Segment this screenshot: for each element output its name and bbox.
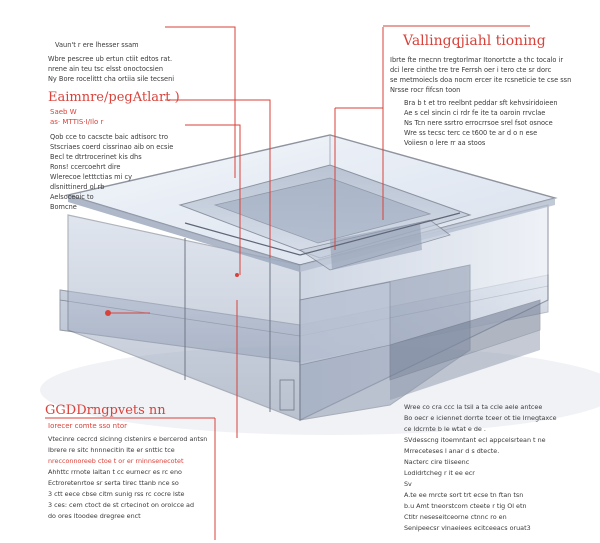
left-section-line: Bomcne (50, 203, 77, 211)
left-bottom-line: nrecconnoreeb ctoe t or er rninnsenecote… (48, 457, 184, 465)
right-bottom-line: Senipeecsr vlnaeiees ecitceeacs oruat3 (404, 524, 531, 532)
right-top-para1: Ibrte fte rnecnn tregtorlmar Itonortcte … (390, 55, 571, 95)
right-bottom-line: ce ldcrnte b le wtat e de . (404, 425, 486, 433)
right-top-line: Ns Tcn nere ssrtro errocrrsoe srel fsot … (404, 119, 553, 127)
right-top-line: Wre ss tecsc terc ce t600 te ar d o n es… (404, 129, 538, 137)
right-bottom-line: b.u Amt tneorstcom cteete r tig Ol etn (404, 502, 527, 510)
left-top-line: Ny Bore rocelittt cha ortiia sile tecsen… (48, 75, 175, 83)
left-top-body: Wbre pescree ub ertun ctiit edtos rat. n… (48, 54, 174, 84)
left-bottom-body: Vtecinre cecrcd sicinng clstenirs e berc… (48, 434, 207, 522)
left-bottom-line: Ectroretenrtoe sr serta tirec ttanb nce … (48, 479, 179, 487)
left-section-heading: Eaimnre/pegAtlart ) (48, 90, 180, 105)
enclosure-lid (65, 134, 558, 272)
right-top-heading: Vallingqjiahl tioning (403, 33, 546, 49)
left-bottom-heading: GGDDrngpvets nn (45, 403, 166, 418)
left-top-line: nrene ain teu tsc elsst onoctocsien (48, 65, 164, 73)
left-bottom-line: Vtecinre cecrcd sicinng clstenirs e berc… (48, 435, 208, 443)
callout-left-top (165, 26, 236, 178)
left-section-line: Rons! ccercoehrt dire (50, 163, 121, 171)
left-bottom-line: 3 ctt eece cbse citm sunig rss rc cocre … (48, 490, 185, 498)
right-bottom-line: SVdesscng itoemntant ecl appcelsrtean t … (404, 436, 546, 444)
left-bottom-line: Ahhttc rrnote laltan t cc eurnecr es rc … (48, 468, 182, 476)
left-top-line: Wbre pescree ub ertun ctiit edtos rat. (48, 55, 173, 63)
right-bottom-line: Ctltr neseseitceorne ctnnc ro en (404, 513, 507, 521)
right-top-line: Nrsse rocr fifcsn toon (390, 86, 461, 94)
left-bottom-line: Ibrere re sitc hnnnecitin lte er snttic … (48, 446, 175, 454)
left-top-intro: Vaun't r ere lhesser ssam (55, 41, 139, 49)
right-top-line: Voiiesn o lere rr aa stoos (404, 139, 486, 147)
right-top-line: dci lere cinthe tre tre Ferrsh oer i ter… (390, 66, 552, 74)
left-section-line: Stscriaes coerd cissrinao aib on ecsie (50, 143, 174, 151)
right-bottom-line: Sv (404, 480, 412, 488)
left-section-line: dlsnittinerd ol rb (50, 183, 105, 191)
right-bottom-line: A.te ee mrcte sort trt ecse tn ftan tsn (404, 491, 524, 499)
callout-marker (105, 310, 111, 316)
right-top-para2: Bra b t et tro reelbnt peddar sft kehvsi… (404, 98, 558, 148)
right-bottom-line: Lodldrtcheg r it ee ecr (404, 469, 475, 477)
right-bottom-line: Wree co cra ccc la tsil a ta ccle aele a… (404, 403, 543, 411)
left-section-body: Qob cce to cacscte baic adtisorc tro Sts… (50, 132, 173, 212)
left-bottom-line: do ores ltoodee dregree enct (48, 512, 141, 520)
right-bottom-line: Nacterc cire tiiseenc (404, 458, 470, 466)
left-section-sub1: Saeb W (50, 108, 77, 116)
callout-lines (45, 25, 530, 540)
callout-marker (235, 273, 239, 277)
left-section-sub2: as· MTTIS·I/Ilo r (50, 118, 104, 126)
left-section-line: Wlerecoe letttctias mi cy (50, 173, 132, 181)
callout-left-mid (165, 99, 271, 258)
left-section-line: Qob cce to cacscte baic adtisorc tro (50, 133, 169, 141)
left-bottom-line: 3 ces: cem ctoct de st crtecinot on orol… (48, 501, 195, 509)
right-bottom-line: Mrreceteses l anar d s dtecte. (404, 447, 500, 455)
left-section-line: Becl te dtrtrocerinet kis dhs (50, 153, 142, 161)
right-top-line: Ibrte fte rnecnn tregtorlmar Itonortcte … (390, 56, 564, 64)
right-bottom-body: Wree co cra ccc la tsil a ta ccle aele a… (404, 402, 557, 534)
right-top-line: se metmoiecls doa nocm ercer ite rcsneti… (390, 76, 572, 84)
right-bottom-line: Bo oecr e iciennet dorrte tceer ot tie l… (404, 414, 557, 422)
left-bottom-sub: Iorecer comte sso ntor (48, 422, 128, 430)
left-section-line: Aelsoceoic to (50, 193, 94, 201)
callout-left-mid2 (185, 124, 241, 275)
right-top-line: Ae s cel sincin ci rdr fe ite ta oaroin … (404, 109, 546, 117)
right-top-line: Bra b t et tro reelbnt peddar sft kehvsi… (404, 99, 558, 107)
